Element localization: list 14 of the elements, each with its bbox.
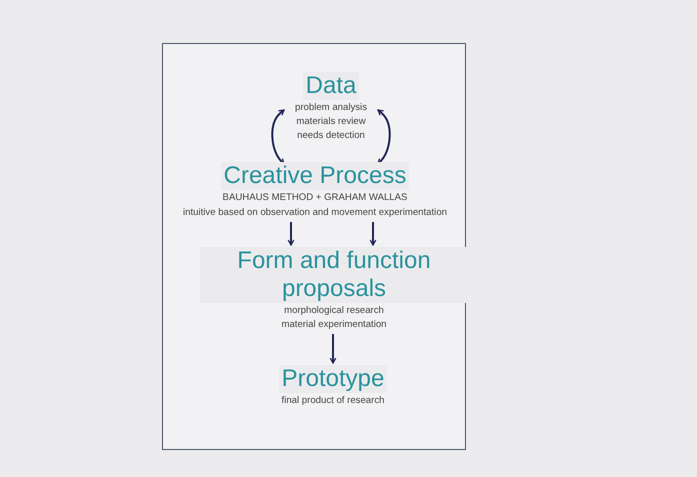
arrow [377,109,391,165]
heading: Prototype [278,365,388,393]
description: final product of research [280,394,386,408]
heading: Data [302,72,360,100]
description: problem analysis materials review needs detection [294,101,368,143]
arrow [330,334,336,364]
arrow [271,109,285,165]
heading: Form and function proposals [200,247,468,303]
description: intuitive based on observation and movement experimentation [182,206,448,220]
arrow [370,222,376,246]
description: morphological research material experimentation [280,304,388,332]
heading: Creative Process [220,162,410,190]
arrow [288,222,294,246]
description: BAUHAUS METHOD + GRAHAM WALLAS [222,191,408,205]
